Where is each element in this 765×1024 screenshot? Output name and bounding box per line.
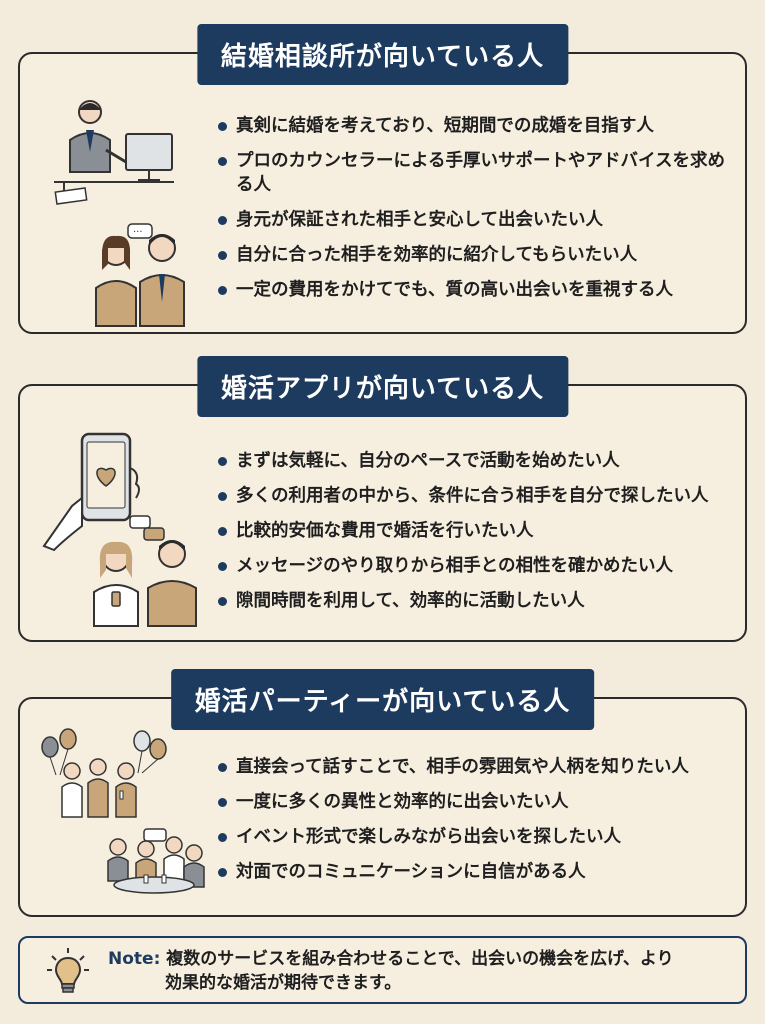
bullet-icon: [218, 597, 227, 606]
svg-text:···: ···: [133, 227, 143, 238]
list-item: 身元が保証された相手と安心して出会いたい人: [216, 208, 731, 232]
lightbulb-icon: [47, 948, 89, 993]
list-item: イベント形式で楽しみながら出会いを探したい人: [216, 825, 731, 849]
counselor-and-couple-illustration: ···: [54, 100, 185, 327]
bullet-icon: [218, 868, 227, 877]
section-matchmaking-party: 婚活パーティーが向いている人 直接会って話すことで、相手の雰囲気: [18, 669, 747, 917]
list-item: 真剣に結婚を考えており、短期間での成婚を目指す人: [216, 114, 731, 138]
list-item: 自分に合った相手を効率的に紹介してもらいたい人: [216, 243, 731, 267]
note-box: Note: 複数のサービスを組み合わせることで、出会いの機会を広げ、より 効果的…: [18, 936, 747, 1004]
list-item: 一度に多くの異性と効率的に出会いたい人: [216, 790, 731, 814]
list-item: プロのカウンセラーによる手厚いサポートやアドバイスを求める人: [216, 149, 731, 197]
bullet-icon: [218, 562, 227, 571]
list-item: 直接会って話すことで、相手の雰囲気や人柄を知りたい人: [216, 755, 731, 779]
bullet-icon: [218, 457, 227, 466]
note-line2: 効果的な婚活が期待できます。: [165, 973, 402, 993]
list-item: 多くの利用者の中から、条件に合う相手を自分で探したい人: [216, 484, 731, 508]
bullet-icon: [218, 763, 227, 772]
bullet-list: 真剣に結婚を考えており、短期間での成婚を目指す人 プロのカウンセラーによる手厚い…: [216, 114, 731, 313]
list-item: メッセージのやり取りから相手との相性を確かめたい人: [216, 554, 731, 578]
bullet-icon: [218, 216, 227, 225]
bullet-icon: [218, 833, 227, 842]
bullet-icon: [218, 157, 227, 166]
smartphone-heart-illustration: [42, 432, 197, 627]
note-label: Note:: [108, 949, 161, 969]
section-marriage-agency: 結婚相談所が向いている人 ··· 真剣に結婚を考えており、短期間での成婚を目指す…: [18, 24, 747, 334]
section-title: 婚活パーティーが向いている人: [170, 669, 595, 730]
bullet-list: 直接会って話すことで、相手の雰囲気や人柄を知りたい人 一度に多くの異性と効率的に…: [216, 755, 731, 895]
list-item: まずは気軽に、自分のペースで活動を始めたい人: [216, 449, 731, 473]
list-item: 隙間時間を利用して、効率的に活動したい人: [216, 589, 731, 613]
party-group-illustration: [41, 728, 205, 894]
list-item: 比較的安価な費用で婚活を行いたい人: [216, 519, 731, 543]
bullet-icon: [218, 798, 227, 807]
section-matching-app: 婚活アプリが向いている人 まずは気軽に、自分のペースで活動を始めたい人 多くの利…: [18, 356, 747, 642]
bullet-icon: [218, 251, 227, 260]
bullet-icon: [218, 286, 227, 295]
bullet-icon: [218, 492, 227, 501]
list-item: 対面でのコミュニケーションに自信がある人: [216, 860, 731, 884]
bullet-list: まずは気軽に、自分のペースで活動を始めたい人 多くの利用者の中から、条件に合う相…: [216, 449, 731, 624]
list-item: 一定の費用をかけてでも、質の高い出会いを重視する人: [216, 278, 731, 302]
note-text: Note: 複数のサービスを組み合わせることで、出会いの機会を広げ、より 効果的…: [108, 947, 731, 995]
note-line1: 複数のサービスを組み合わせることで、出会いの機会を広げ、より: [166, 949, 674, 969]
bullet-icon: [218, 527, 227, 536]
bullet-icon: [218, 122, 227, 131]
section-title: 婚活アプリが向いている人: [196, 356, 569, 417]
section-title: 結婚相談所が向いている人: [196, 24, 569, 85]
